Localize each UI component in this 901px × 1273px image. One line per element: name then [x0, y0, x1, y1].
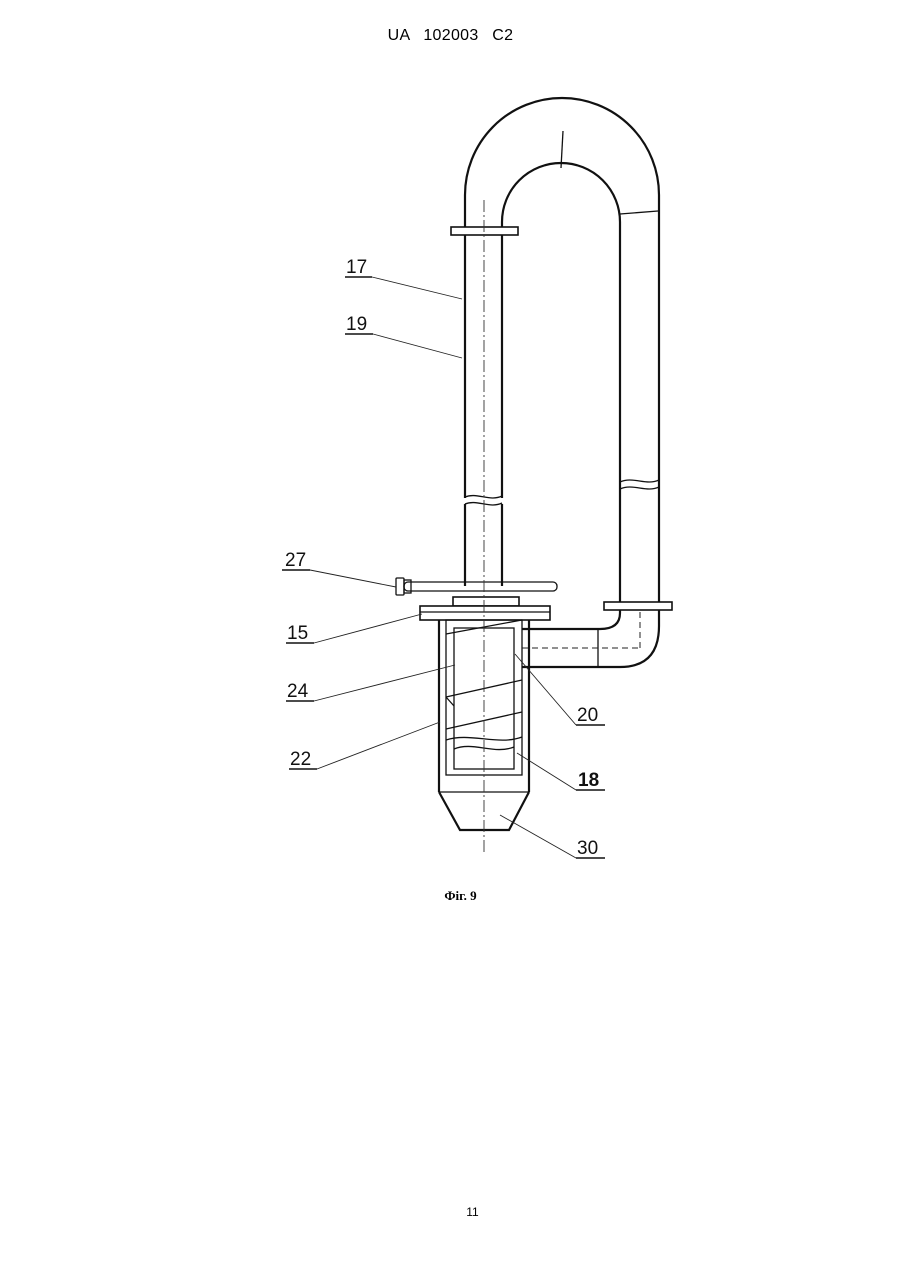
- callout-label-18: 18: [578, 770, 599, 791]
- callout-27: 27: [282, 550, 396, 587]
- right-flange: [604, 602, 672, 610]
- callout-label-30: 30: [577, 838, 598, 859]
- callout-label-24: 24: [287, 681, 309, 702]
- page-number: 11: [0, 1205, 901, 1219]
- callout-22: 22: [289, 722, 440, 770]
- collar: [453, 597, 519, 606]
- figure-caption: Фіг. 9: [0, 888, 901, 904]
- callout-label-27: 27: [285, 550, 306, 571]
- callout-19: 19: [345, 314, 462, 358]
- callout-label-19: 19: [346, 314, 367, 335]
- callout-label-15: 15: [287, 623, 308, 644]
- right-return-pipe-break: [620, 480, 659, 489]
- upper-flange: [451, 227, 518, 235]
- callout-label-22: 22: [290, 749, 311, 770]
- cover-plate-15: [420, 606, 550, 620]
- callout-17: 17: [345, 257, 462, 299]
- callout-15: 15: [286, 614, 422, 644]
- callout-30: 30: [500, 815, 605, 859]
- callout-24: 24: [286, 665, 455, 702]
- callout-label-20: 20: [577, 705, 598, 726]
- left-riser-pipe: [465, 235, 502, 586]
- callout-label-17: 17: [346, 257, 367, 278]
- crossbar-27: [396, 578, 557, 595]
- callout-18: 18: [517, 753, 605, 791]
- u-bend-pipe: [465, 98, 659, 602]
